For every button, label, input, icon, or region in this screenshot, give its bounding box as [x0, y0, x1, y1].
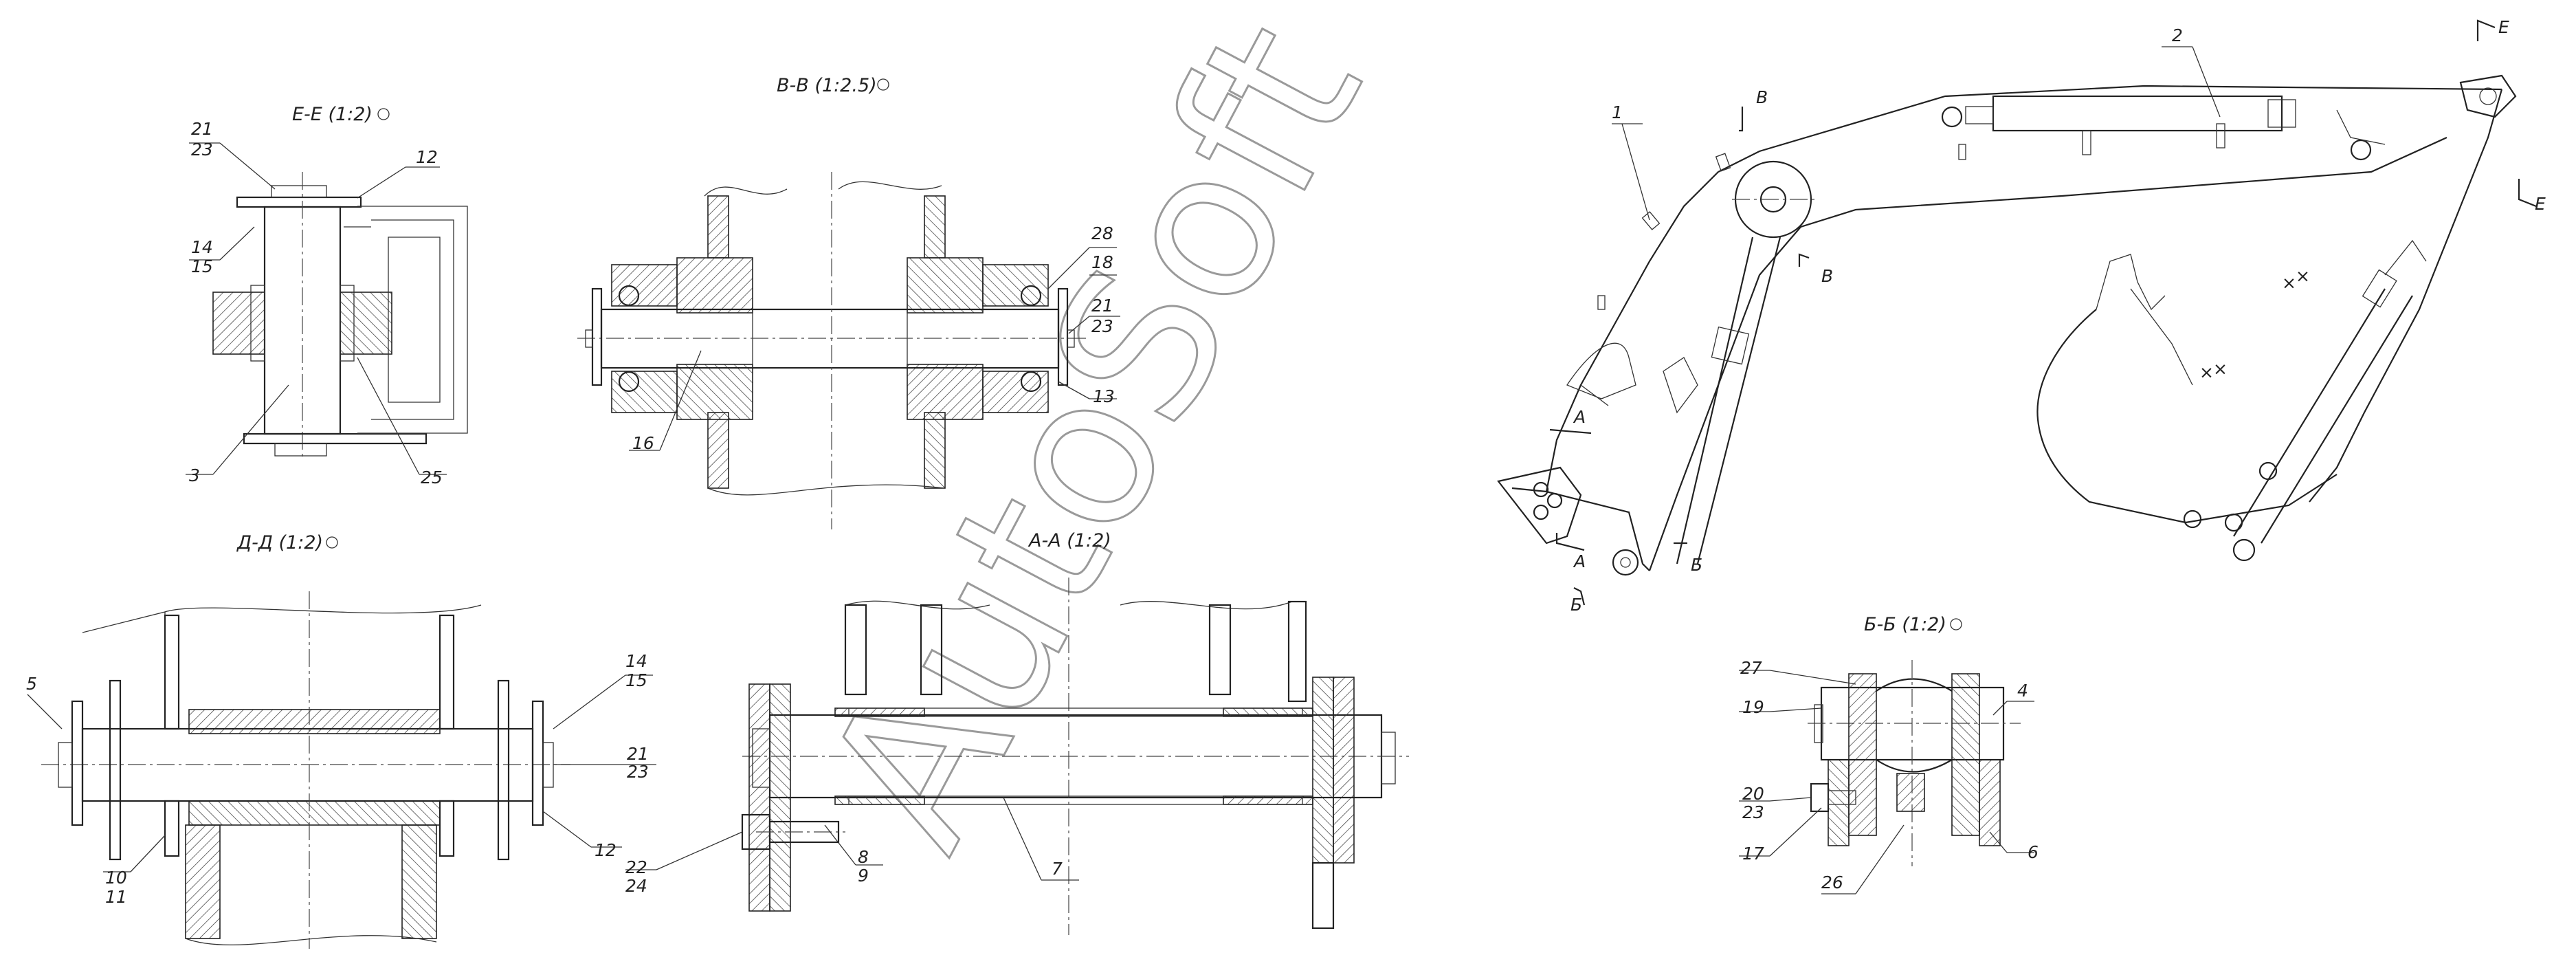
part-21-vv: 21 [1091, 296, 1113, 316]
svg-text:×: × [2213, 359, 2228, 379]
part-6-bb: 6 [2028, 842, 2039, 862]
svg-text:×: × [2199, 362, 2214, 382]
part-21-dd: 21 [627, 744, 649, 764]
part-23-ee: 23 [191, 140, 213, 160]
section-ee-title: Е-Е (1:2) [292, 104, 373, 125]
part-4-bb: 4 [2017, 681, 2028, 701]
section-ee-view: Е-Е (1:2) [212, 104, 468, 461]
part-11-dd: 11 [105, 887, 127, 907]
part-28-vv: 28 [1091, 223, 1113, 243]
part-3-ee: 3 [189, 465, 200, 485]
part-15-ee: 15 [191, 256, 213, 276]
section-vv-title: В-В (1:2.5) [777, 75, 877, 96]
cut-a-bottom: А [1573, 551, 1586, 571]
part-12-dd: 12 [595, 840, 617, 860]
part-21-ee: 21 [191, 119, 213, 139]
part-labels: 21 23 12 14 15 3 25 28 18 21 23 13 16 5 [26, 25, 2221, 907]
svg-text:×: × [2282, 273, 2296, 293]
cut-v-bottom: В [1821, 266, 1833, 286]
section-dd-view: Д-Д (1:2) [41, 532, 570, 949]
part-17-bb: 17 [1742, 844, 1764, 864]
part-15-dd: 15 [625, 670, 647, 690]
part-12-ee: 12 [416, 147, 438, 167]
part-26-bb: 26 [1821, 872, 1843, 892]
part-9-aa: 9 [858, 866, 869, 886]
cut-v-top: В [1756, 87, 1768, 107]
cut-b-left: Б [1570, 595, 1582, 615]
part-24-aa: 24 [625, 876, 647, 896]
cut-markers: В В Е Е А А Б Б [1549, 17, 2546, 615]
part-22-aa: 22 [625, 857, 647, 877]
cut-e-top: Е [2498, 17, 2509, 37]
part-23-bb: 23 [1742, 802, 1764, 822]
cut-b-right: Б [1691, 555, 1702, 575]
cut-e-bottom: Е [2535, 194, 2546, 214]
svg-text:×: × [2296, 266, 2310, 286]
part-2-main: 2 [2172, 25, 2183, 45]
part-16-vv: 16 [632, 433, 654, 453]
section-bb-title: Б-Б (1:2) [1864, 614, 1946, 635]
section-vv-view: В-В (1:2.5) [577, 75, 1086, 529]
section-aa-title: А-А (1:2) [1028, 530, 1111, 551]
section-dd-title: Д-Д (1:2) [236, 532, 323, 553]
part-23-vv: 23 [1091, 316, 1113, 336]
section-bb-view: Б-Б (1:2) [1808, 614, 2021, 866]
part-19-bb: 19 [1742, 697, 1764, 717]
part-18-vv: 18 [1091, 252, 1113, 272]
part-23-dd: 23 [627, 762, 649, 782]
part-5-dd: 5 [26, 674, 37, 694]
part-27-bb: 27 [1740, 658, 1762, 678]
part-20-bb: 20 [1742, 784, 1764, 804]
part-1-main: 1 [1612, 102, 1623, 122]
boom-assembly-view: × × × × [1497, 74, 2517, 576]
part-10-dd: 10 [105, 868, 127, 888]
part-25-ee: 25 [421, 468, 443, 487]
section-aa-view: А-А (1:2) [741, 530, 1409, 935]
part-14-dd: 14 [625, 651, 647, 671]
part-13-vv: 13 [1093, 386, 1115, 406]
part-8-aa: 8 [858, 847, 869, 867]
part-7-aa: 7 [1052, 859, 1063, 879]
cut-a-top: А [1573, 407, 1586, 427]
part-14-ee: 14 [191, 237, 213, 257]
